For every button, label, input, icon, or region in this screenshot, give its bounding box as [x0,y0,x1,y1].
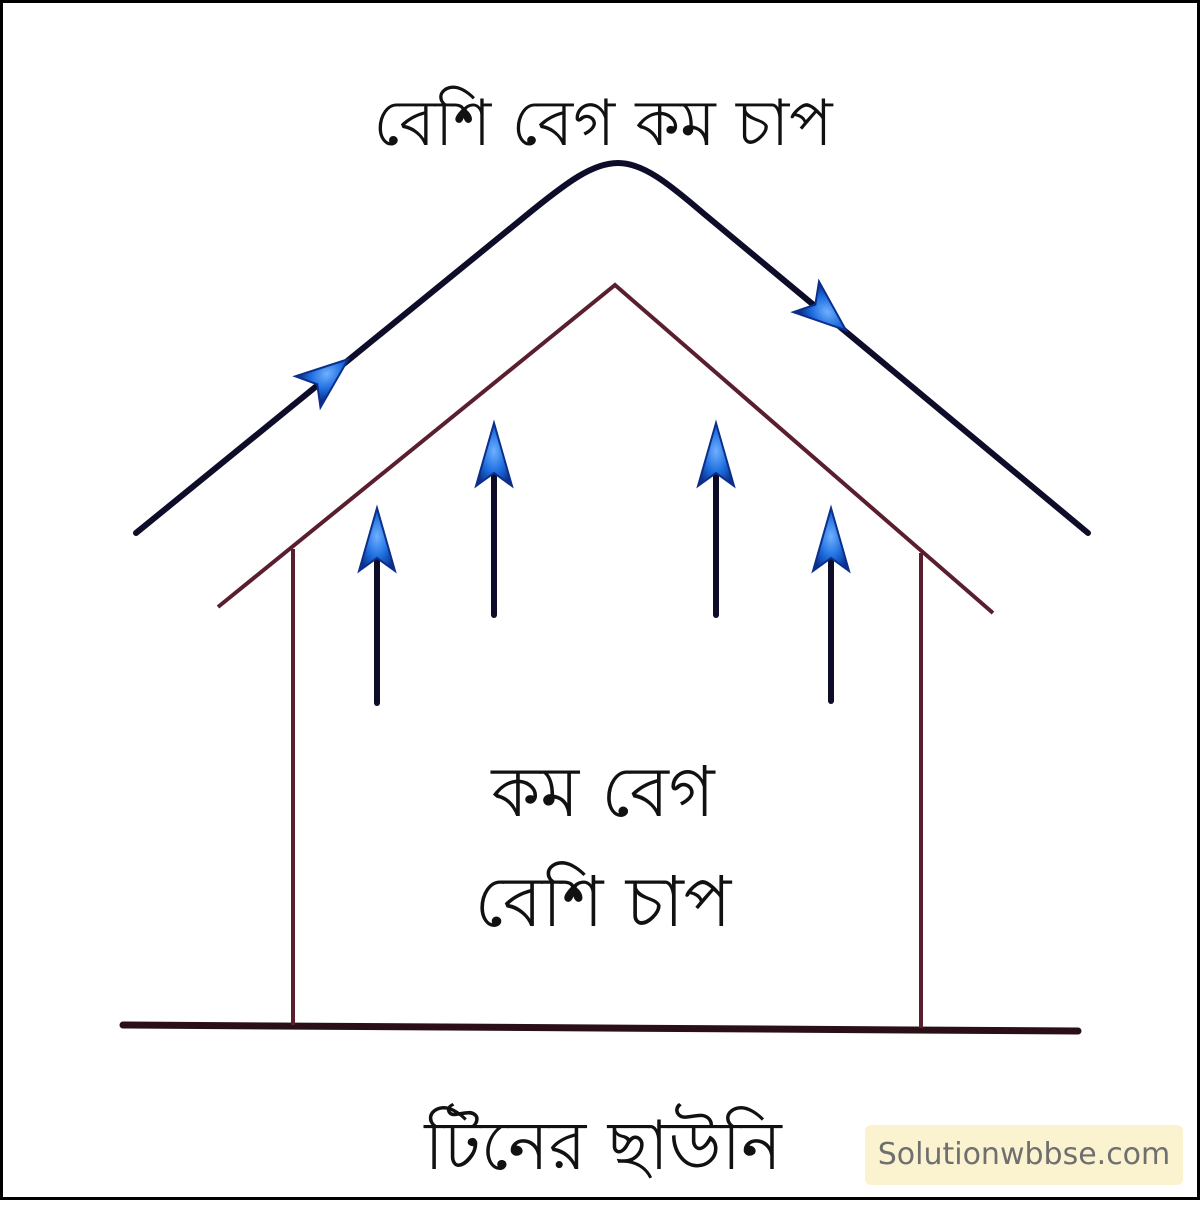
arrow-head-icon [292,357,351,411]
watermark: Solutionwbbse.com [865,1125,1183,1185]
up-arrow-icon [811,504,851,704]
airflow-over-roof [133,160,1091,536]
inside-pressure-label: বেশি চাপ [474,861,732,943]
house-airflow-figure [119,160,1091,1035]
inside-velocity-label: কম বেগ [491,751,715,833]
ground-line [119,1021,1082,1035]
up-arrow-icon [357,504,397,706]
up-arrow-icon [474,419,514,618]
up-arrow-icon [696,419,736,618]
outside-pressure-label: বেশি বেগ কম চাপ [373,87,833,161]
arrow-head-icon [790,278,849,333]
diagram-caption: টিনের ছাউনি [424,1107,782,1186]
house-roof [216,282,995,615]
